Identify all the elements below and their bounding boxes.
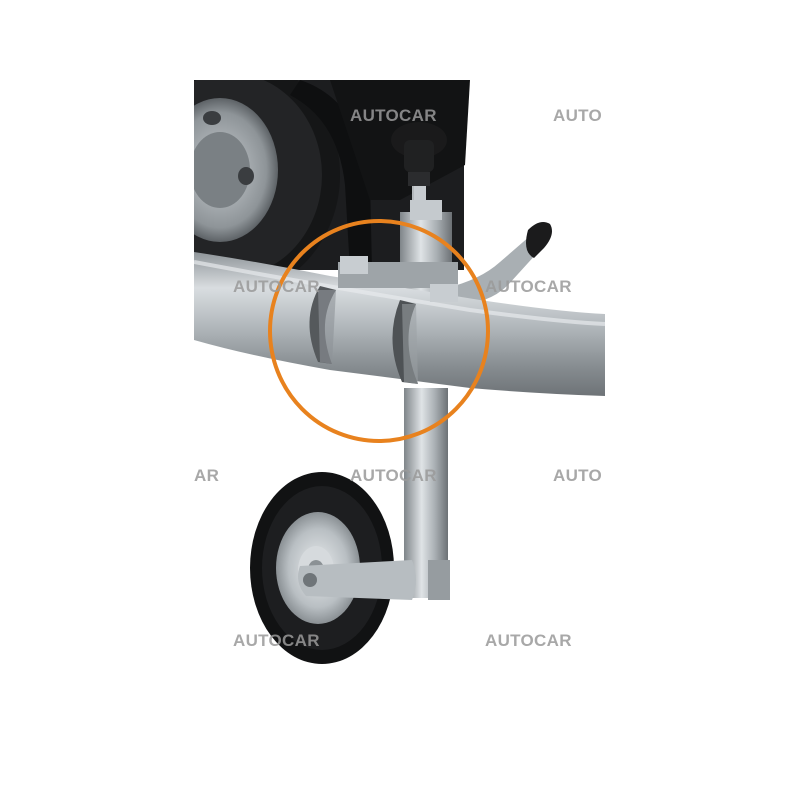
watermark-autocar: AUTOCAR	[233, 277, 320, 296]
highlight-circle	[268, 219, 490, 443]
watermark-autocar: AUTOCAR	[485, 277, 572, 296]
watermark-autocar: AUTO	[553, 466, 603, 485]
watermark-autocar: AUTOCAR	[350, 466, 437, 485]
watermark-autocar: AUTOCAR	[233, 631, 320, 650]
watermark-autocar: AUTOCAR	[485, 631, 572, 650]
watermark-autocar: AUTOCAR	[350, 106, 437, 125]
watermark-autocar: AR	[194, 466, 220, 485]
wheel-fork	[298, 560, 416, 600]
clamp-lever	[446, 232, 547, 305]
watermark-autocar: AUTO	[553, 106, 603, 125]
